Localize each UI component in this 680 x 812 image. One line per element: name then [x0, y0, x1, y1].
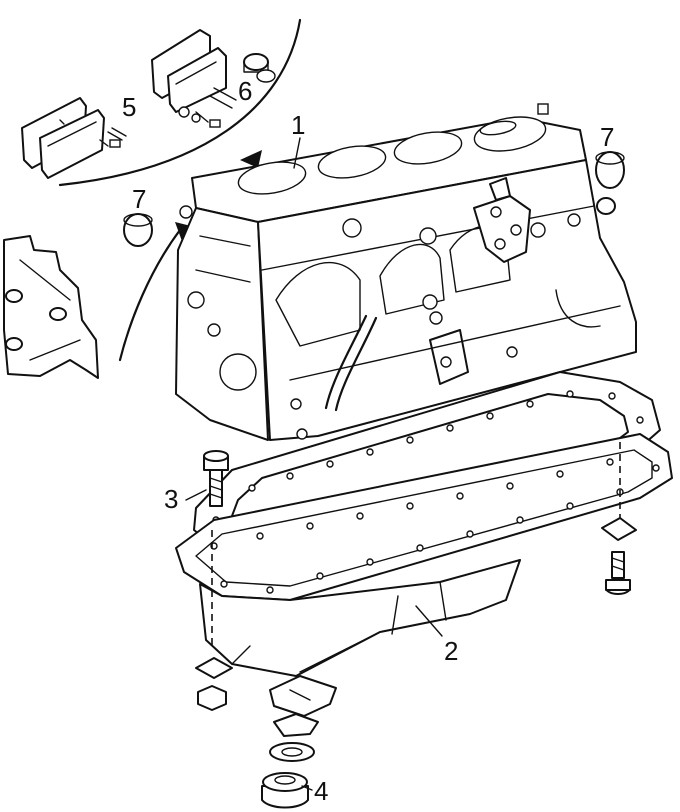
- callout-7-right: 7: [600, 122, 614, 152]
- leader-4: [301, 785, 313, 791]
- leader-1: [293, 137, 301, 169]
- part-5-cover-plate: [21, 97, 127, 179]
- part-2-oil-pan: [175, 433, 673, 677]
- callout-1: 1: [291, 110, 305, 140]
- inset-divider-top: [58, 18, 302, 187]
- part-7-plug-left: [123, 213, 153, 247]
- part-7-plug-right: [595, 151, 625, 215]
- callout-4: 4: [314, 776, 328, 806]
- callout-5: 5: [122, 92, 136, 122]
- oil-pan-nut-left: [195, 657, 233, 711]
- leader-3: [185, 489, 207, 501]
- part-3-bolt: [203, 450, 229, 507]
- callout-3: 3: [164, 484, 178, 514]
- inset-arrow-top: [240, 150, 262, 168]
- part-4-drain-plug: [261, 675, 337, 809]
- callout-2: 2: [444, 636, 458, 666]
- oil-pan-bolt-right: [601, 517, 637, 595]
- inset-divider-left: [118, 228, 182, 362]
- part-6-cover-plate: [151, 29, 276, 128]
- part-1-engine-block: [175, 103, 637, 441]
- callout-6: 6: [238, 76, 252, 106]
- timing-cover-fragment: [3, 235, 99, 379]
- leader-2: [415, 605, 443, 637]
- callout-7-left: 7: [132, 184, 146, 214]
